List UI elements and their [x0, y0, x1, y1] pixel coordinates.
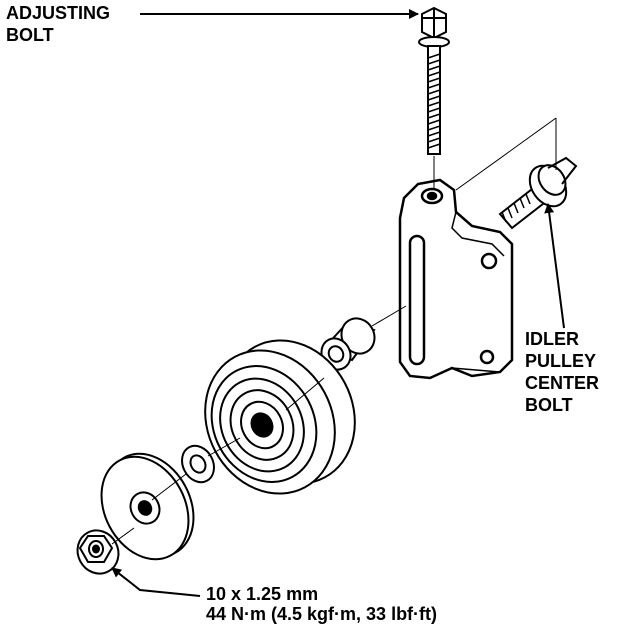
flange-nut — [76, 529, 120, 575]
washer — [181, 444, 215, 484]
idler-label-line2: PULLEY — [525, 351, 597, 371]
idler-pulley-center-bolt — [498, 156, 578, 230]
idler-pulley — [204, 339, 356, 495]
adjusting-bolt — [418, 6, 450, 155]
nut-torque-spec: 44 N·m (4.5 kgf·m, 33 lbf·ft) — [206, 604, 438, 624]
assembly-centerlines — [111, 117, 557, 545]
idler-pulley-center-bolt-label: IDLER PULLEY CENTER BOLT — [525, 328, 599, 416]
adjusting-bolt-label: ADJUSTING BOLT — [6, 2, 110, 46]
adjusting-bolt-label-line1: ADJUSTING — [6, 3, 111, 23]
adjusting-bolt-label-line2: BOLT — [6, 25, 54, 45]
nut-spec-leader — [111, 567, 201, 597]
cover-plate — [100, 452, 195, 561]
idler-label-line3: CENTER — [525, 373, 600, 393]
idler-label-line1: IDLER — [525, 329, 579, 349]
leader-lines — [111, 9, 565, 597]
nut-thread-size: 10 x 1.25 mm — [206, 584, 319, 604]
idler-label-line4: BOLT — [525, 395, 573, 415]
nut-spec-label: 10 x 1.25 mm 44 N·m (4.5 kgf·m, 33 lbf·f… — [206, 584, 437, 624]
idler-bracket — [398, 178, 514, 380]
center-bolt-leader — [544, 203, 565, 329]
